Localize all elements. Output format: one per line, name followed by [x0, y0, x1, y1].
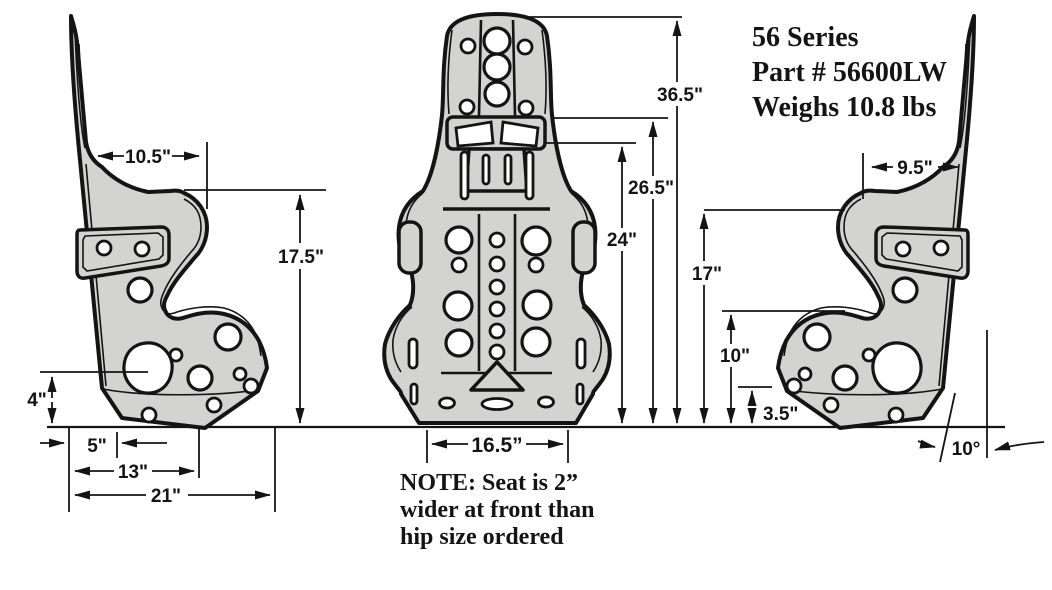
dim-label-10-5: 10.5"	[125, 147, 171, 168]
note-block: NOTE: Seat is 2” wider at front than hip…	[400, 470, 594, 550]
headrest-hole	[482, 26, 512, 56]
back-hole	[442, 290, 474, 322]
angle-slant-line	[939, 392, 956, 463]
side-slot	[524, 150, 535, 201]
dim-label-10: 10"	[720, 346, 750, 367]
bracket-slot	[503, 153, 513, 186]
spine-hole	[488, 322, 506, 340]
dim-left-mid-length: 13"	[74, 462, 195, 483]
dim-label-3-5: 3.5"	[763, 404, 798, 425]
note-line-1: NOTE: Seat is 2”	[400, 470, 578, 496]
product-info: 56 Series Part # 56600LW Weighs 10.8 lbs	[752, 22, 947, 123]
back-hole	[520, 225, 552, 257]
spine-hole	[488, 231, 506, 249]
hip-wing-fold	[581, 306, 602, 373]
product-weight: Weighs 10.8 lbs	[752, 92, 936, 123]
back-hole-small	[450, 256, 468, 274]
spine-hole	[488, 255, 506, 273]
dim-label-36-5: 36.5"	[657, 85, 703, 106]
dim-label-17-5: 17.5"	[278, 247, 324, 268]
headrest-rim-inner	[447, 29, 453, 115]
headrest-hole	[482, 52, 512, 82]
headrest-hole-small	[459, 37, 477, 55]
dim-left-top-width: 10.5"	[97, 147, 200, 168]
wing-slit	[575, 382, 585, 406]
dim-front-seat-width: 16.5”	[431, 434, 564, 457]
dim-right-top-width: 9.5"	[871, 158, 959, 179]
note-line-3: hip size ordered	[400, 524, 564, 550]
dim-left-lip-height: 4"	[27, 376, 57, 424]
dim-left-back-height: 17.5"	[278, 194, 324, 424]
dim-label-5: 5"	[87, 436, 107, 457]
dim-label-10-deg: 10°	[952, 439, 981, 460]
reference-lines	[40, 16, 1005, 512]
product-series: 56 Series	[752, 22, 859, 53]
dim-label-4: 4"	[27, 390, 47, 411]
dim-label-17: 17"	[692, 264, 722, 285]
headrest-bracket	[464, 147, 529, 193]
wing-pad	[571, 220, 597, 275]
wing-slit	[575, 337, 587, 370]
headrest-hole	[483, 80, 511, 108]
note-line-2: wider at front than	[400, 497, 594, 523]
dim-right-lip-height: 3.5"	[747, 390, 798, 425]
spine-hole	[488, 343, 506, 361]
back-hole	[444, 328, 474, 358]
pan-slot-small	[537, 395, 555, 409]
dim-left-rear-offset: 5"	[40, 436, 167, 457]
headrest-hole-small	[458, 98, 476, 116]
dim-left-total-length: 21"	[74, 486, 271, 507]
wing-pad	[397, 220, 423, 275]
dim-label-26-5: 26.5"	[628, 178, 674, 199]
dim-front-shoulder-height: 26.5"	[628, 121, 674, 424]
wing-slit	[407, 337, 419, 370]
back-hole-small	[527, 256, 545, 274]
side-view-left	[69, 14, 269, 430]
headrest-hole-small	[516, 38, 534, 56]
back-hole	[444, 225, 474, 255]
spine-hole	[488, 278, 506, 296]
back-hole	[520, 326, 552, 358]
headrest-column-edge	[511, 19, 517, 117]
front-view	[382, 12, 612, 425]
pan-chevron	[469, 360, 525, 392]
headrest-column-edge	[477, 19, 483, 117]
belt-slot	[454, 120, 495, 148]
dim-right-shoulder-height: 17"	[692, 213, 722, 424]
dim-recline-angle: 10°	[917, 439, 1045, 460]
side-slot	[459, 150, 470, 201]
pan-slot	[480, 397, 514, 411]
dim-label-21: 21"	[151, 486, 181, 507]
product-part-number: Part # 56600LW	[752, 57, 947, 88]
hip-wing-fold	[392, 306, 413, 373]
headrest-rim-inner	[541, 29, 547, 115]
back-hole	[521, 289, 553, 321]
dim-label-13: 13"	[118, 462, 148, 483]
dim-label-24: 24"	[607, 230, 637, 251]
dim-label-16-5: 16.5”	[471, 434, 522, 457]
dim-label-9-5: 9.5"	[897, 158, 932, 179]
belt-slot	[499, 120, 540, 148]
wing-slit	[409, 382, 419, 406]
pan-slot-small	[438, 396, 456, 410]
spine-hole	[488, 300, 506, 318]
bracket-slot	[481, 153, 491, 186]
dim-front-beltslot-height: 24"	[607, 146, 637, 424]
headrest-hole-small	[517, 99, 535, 117]
dim-front-overall-height: 36.5"	[657, 20, 703, 424]
dim-right-hip-height: 10"	[720, 314, 750, 424]
